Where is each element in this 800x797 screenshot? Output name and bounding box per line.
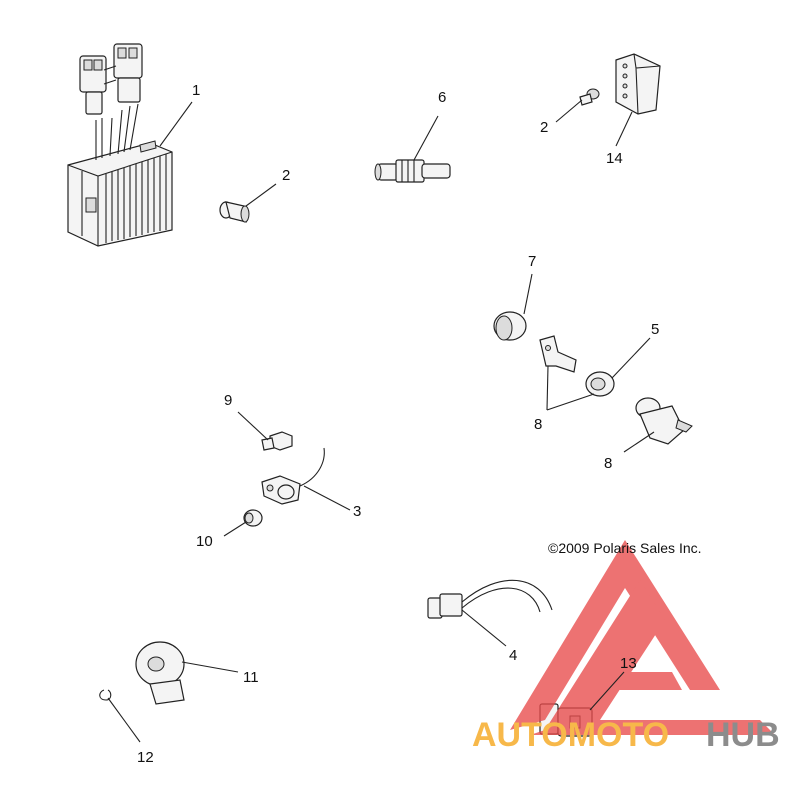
callout-12: 12	[137, 749, 154, 766]
leader-lines	[107, 99, 655, 743]
callouts: 1 2 2 3 4 5 6 7 8 8 9 10 11 12 13 14	[137, 82, 659, 766]
callout-11: 11	[243, 669, 259, 686]
watermark-logo	[510, 540, 775, 735]
position-sensor	[261, 447, 325, 505]
callout-8-second: 8	[604, 455, 612, 472]
lock-nut	[585, 371, 615, 397]
callout-7: 7	[528, 253, 536, 270]
speed-sensor	[374, 159, 451, 183]
e-clip	[99, 689, 112, 701]
switch-assembly	[635, 397, 693, 445]
mounting-bracket	[539, 335, 577, 373]
callout-6: 6	[438, 89, 446, 106]
watermark-text: AUTOMOTO HUB	[472, 716, 780, 754]
callout-9: 9	[224, 392, 232, 409]
callout-8: 8	[534, 416, 542, 433]
callout-4: 4	[509, 647, 517, 664]
watermark-text-automoto: AUTOMOTO	[472, 716, 669, 754]
callout-3: 3	[353, 503, 361, 520]
callout-5: 5	[651, 321, 659, 338]
screw-part-2	[219, 201, 250, 223]
bolt	[261, 431, 293, 451]
callout-14: 14	[606, 150, 623, 167]
screw-part-2-small	[579, 88, 600, 106]
callout-10: 10	[196, 533, 213, 550]
voltage-regulator	[67, 43, 173, 247]
callout-2: 2	[282, 167, 290, 184]
rubber-cap	[493, 311, 527, 341]
knock-sensor	[135, 641, 185, 705]
small-nut	[243, 509, 263, 527]
copyright-notice: ©2009 Polaris Sales Inc.	[548, 540, 702, 556]
callout-2-second: 2	[540, 119, 548, 136]
watermark-text-hub: HUB	[706, 716, 780, 754]
oxygen-sensor	[427, 579, 553, 619]
callout-1: 1	[192, 82, 200, 99]
relay-block	[615, 53, 661, 115]
callout-13: 13	[620, 655, 637, 672]
